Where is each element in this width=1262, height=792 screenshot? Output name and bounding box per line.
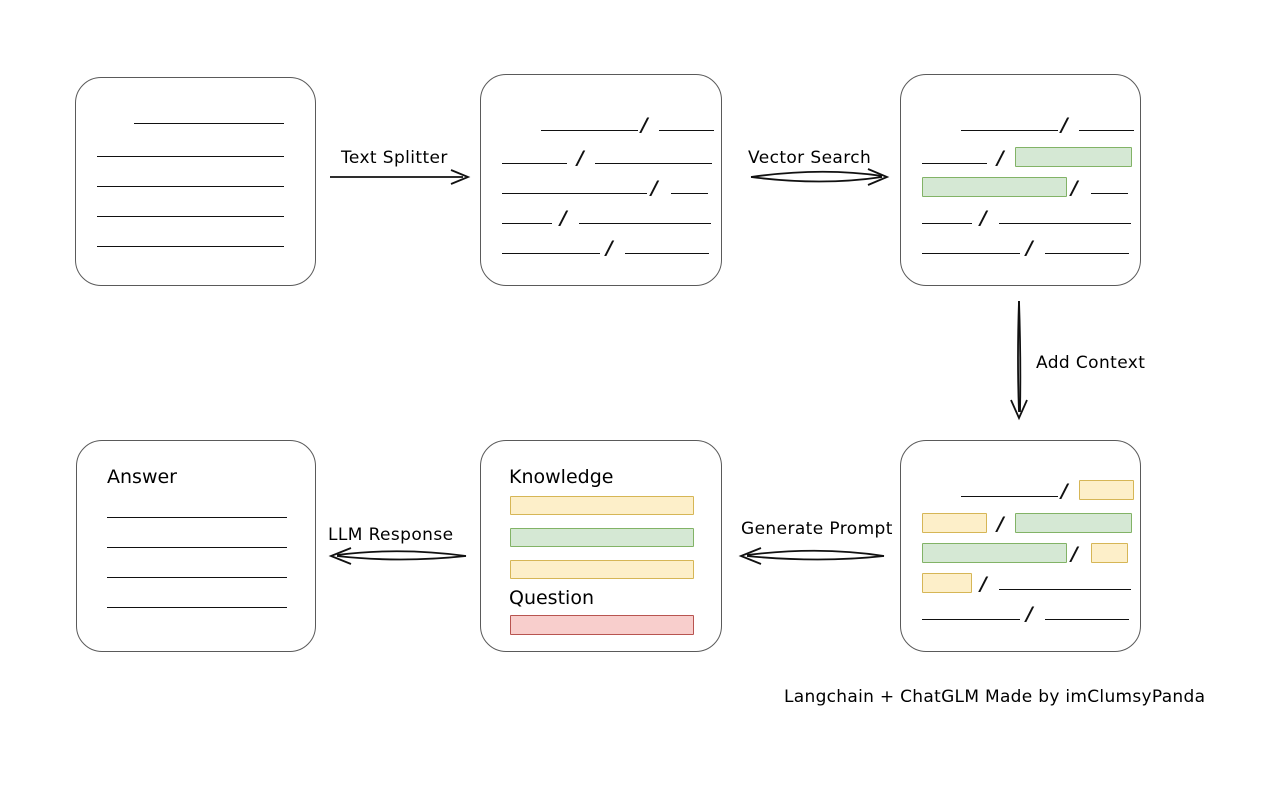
doc-line (922, 163, 987, 164)
doc-line (1045, 253, 1129, 254)
doc-line (97, 216, 284, 217)
slash-separator: / (1026, 603, 1033, 625)
doc-line (922, 253, 1020, 254)
footer-credit: Langchain + ChatGLM Made by imClumsyPand… (784, 687, 1206, 707)
doc-line (999, 223, 1131, 224)
edge-label-generate-prompt: Generate Prompt (741, 519, 893, 539)
slash-separator: / (651, 177, 658, 199)
edge-vector-search (750, 168, 890, 186)
node-source-document[interactable] (75, 77, 316, 286)
chunk-chip-yellow[interactable] (1091, 543, 1128, 563)
doc-line (541, 130, 638, 131)
chunk-chip-yellow[interactable] (922, 513, 987, 533)
node-context-chunks[interactable]: / / / / / (900, 440, 1141, 652)
doc-line (922, 223, 972, 224)
doc-line (922, 619, 1020, 620)
knowledge-chip-yellow[interactable] (510, 496, 694, 515)
doc-line (659, 130, 714, 131)
doc-line (502, 223, 552, 224)
edge-label-text-splitter: Text Splitter (341, 148, 448, 168)
node-vector-hits[interactable]: / / / / / (900, 74, 1141, 286)
doc-line (134, 123, 284, 124)
doc-line (502, 163, 567, 164)
edge-label-llm-response: LLM Response (328, 525, 454, 545)
chunk-chip-yellow[interactable] (1079, 480, 1134, 500)
slash-separator: / (997, 147, 1004, 169)
doc-line (595, 163, 712, 164)
knowledge-heading: Knowledge (509, 466, 614, 488)
slash-separator: / (577, 147, 584, 169)
slash-separator: / (1071, 543, 1078, 565)
knowledge-chip-green[interactable] (510, 528, 694, 547)
slash-separator: / (641, 114, 648, 136)
slash-separator: / (1061, 114, 1068, 136)
question-chip-red[interactable] (510, 615, 694, 635)
doc-line (97, 246, 284, 247)
slash-separator: / (1061, 480, 1068, 502)
doc-line (107, 607, 287, 608)
slash-separator: / (606, 237, 613, 259)
doc-line (1091, 193, 1128, 194)
doc-line (107, 517, 287, 518)
node-prompt[interactable]: Knowledge Question (480, 440, 722, 652)
node-split-chunks[interactable]: / / / / / (480, 74, 722, 286)
doc-line (961, 130, 1058, 131)
chunk-chip-yellow[interactable] (922, 573, 972, 593)
edge-label-add-context: Add Context (1036, 353, 1146, 373)
slash-separator: / (1026, 237, 1033, 259)
slash-separator: / (980, 207, 987, 229)
edge-label-vector-search: Vector Search (748, 148, 872, 168)
edge-generate-prompt (738, 547, 885, 565)
edge-add-context (1010, 300, 1028, 421)
question-heading: Question (509, 587, 594, 609)
slash-separator: / (560, 207, 567, 229)
doc-line (999, 589, 1131, 590)
slash-separator: / (997, 513, 1004, 535)
doc-line (97, 186, 284, 187)
doc-line (502, 193, 647, 194)
answer-heading: Answer (107, 466, 177, 488)
chunk-chip-green[interactable] (922, 177, 1067, 197)
knowledge-chip-yellow[interactable] (510, 560, 694, 579)
edge-text-splitter (330, 169, 471, 185)
chunk-chip-green[interactable] (922, 543, 1067, 563)
slash-separator: / (1071, 177, 1078, 199)
doc-line (97, 156, 284, 157)
doc-line (671, 193, 708, 194)
doc-line (107, 577, 287, 578)
chunk-chip-green[interactable] (1015, 513, 1132, 533)
doc-line (579, 223, 711, 224)
doc-line (107, 547, 287, 548)
doc-line (625, 253, 709, 254)
edge-llm-response (328, 547, 467, 565)
chunk-chip-green[interactable] (1015, 147, 1132, 167)
doc-line (502, 253, 600, 254)
slash-separator: / (980, 573, 987, 595)
doc-line (961, 496, 1058, 497)
doc-line (1045, 619, 1129, 620)
doc-line (1079, 130, 1134, 131)
node-answer[interactable]: Answer (76, 440, 316, 652)
